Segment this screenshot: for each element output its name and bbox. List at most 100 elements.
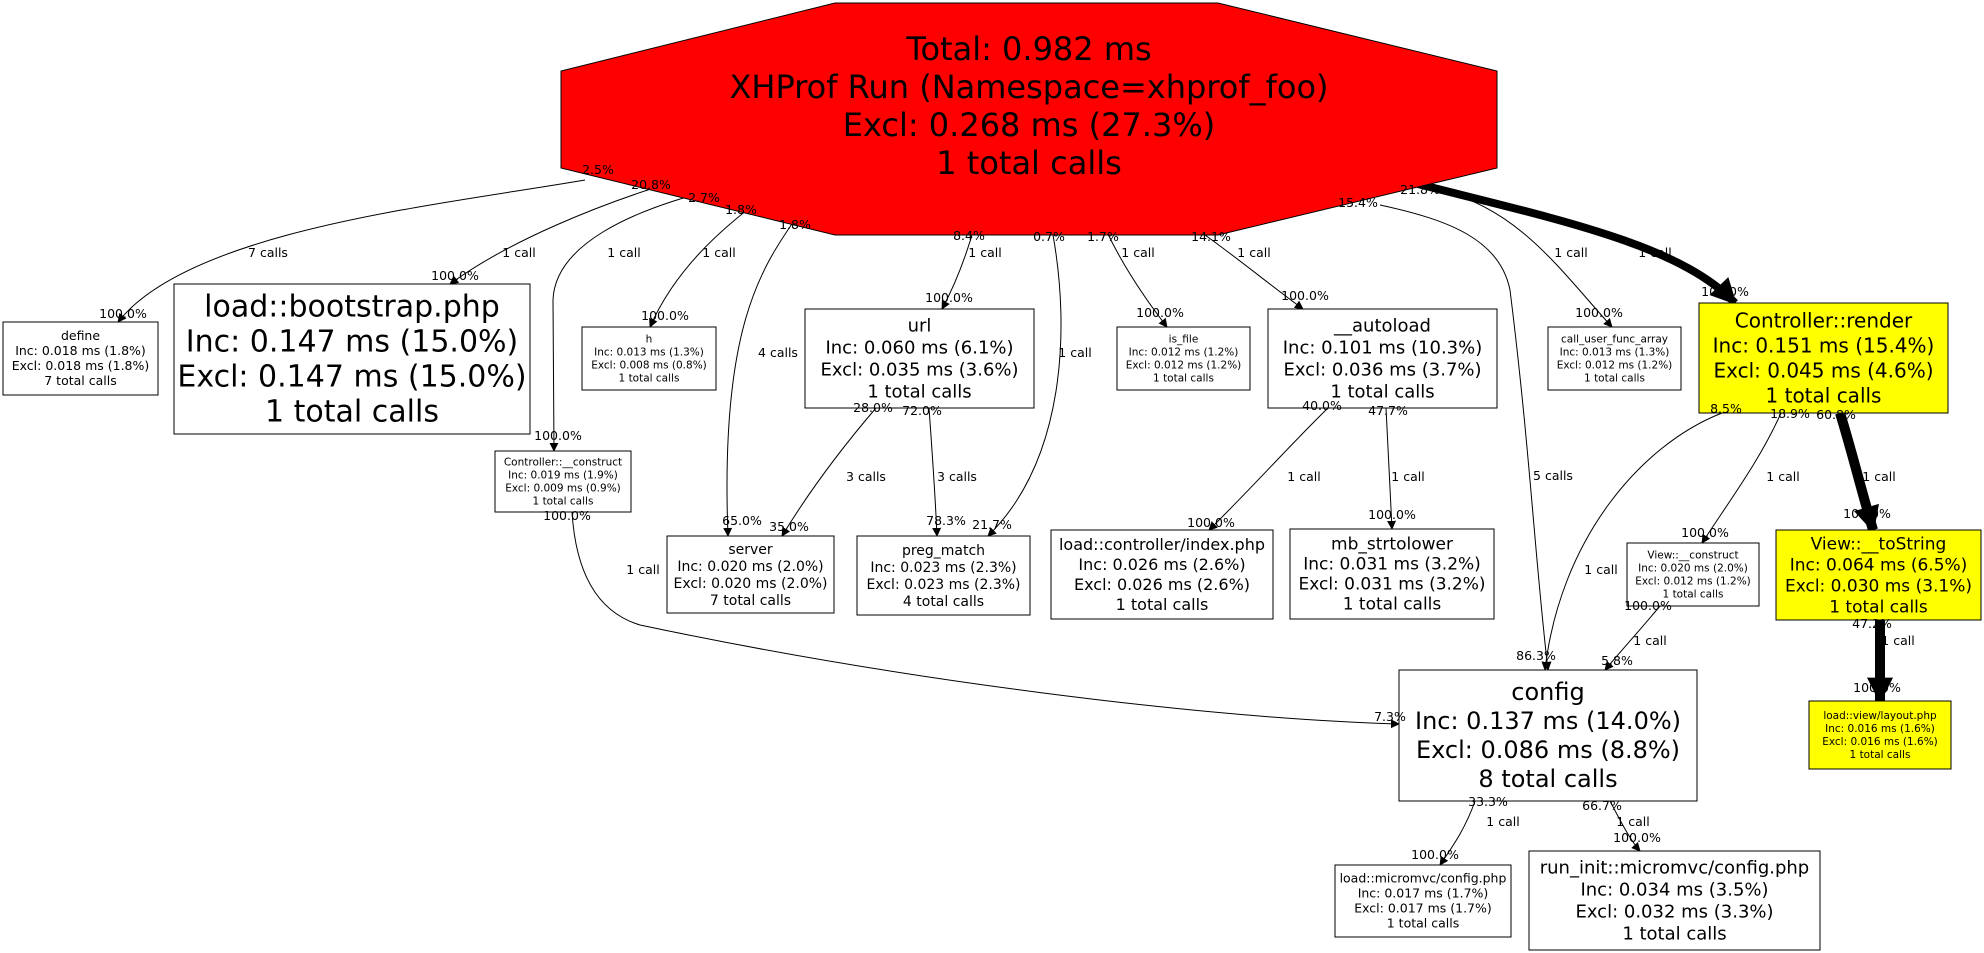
node-box: [666, 535, 835, 614]
edge-source-percent: 1.8%: [725, 202, 757, 217]
node-metric-line: Excl: 0.023 ms (2.3%): [866, 577, 1020, 593]
edge-call-count: 1 call: [1121, 245, 1154, 260]
node-metric-line: Inc: 0.018 ms (1.8%): [15, 343, 146, 358]
node-metric-line: 1 total calls: [867, 382, 971, 403]
node-metric-line: Inc: 0.137 ms (14.0%): [1415, 707, 1681, 735]
node-box: [1808, 700, 1952, 770]
node-metric-line: Inc: 0.101 ms (10.3%): [1283, 338, 1483, 359]
edge-source-percent: 72.0%: [902, 403, 942, 418]
node-metric-line: 1 total calls: [1116, 595, 1209, 614]
node-function-name: Total: 0.982 ms: [905, 30, 1151, 68]
edge-target-percent: 100.0%: [1853, 680, 1901, 695]
edge-source-percent: 1.8%: [779, 217, 811, 232]
node-box: [1050, 529, 1274, 620]
edge-render-to-view_construct: [1701, 412, 1782, 544]
edge-root-to-render: [1417, 180, 1738, 306]
edge-target-percent: 100.0%: [1411, 847, 1459, 862]
node-box: [1698, 302, 1949, 414]
edge-call-count: 1 call: [1766, 469, 1799, 484]
edge-call-count: 1 call: [1237, 245, 1270, 260]
node-function-name: load::controller/index.php: [1059, 535, 1265, 554]
node-metric-line: Excl: 0.026 ms (2.6%): [1074, 575, 1250, 594]
edge-target-percent: 100.0%: [431, 268, 479, 283]
node-function-name: call_user_func_array: [1561, 334, 1668, 346]
node-box: [1528, 850, 1821, 951]
node-metric-line: Inc: 0.016 ms (1.6%): [1825, 723, 1935, 735]
node-metric-line: 1 total calls: [1343, 595, 1442, 615]
edge-target-percent: 21.7%: [972, 517, 1012, 532]
node-metric-line: Excl: 0.086 ms (8.8%): [1416, 736, 1680, 764]
edge-root-to-ctrl_construct: [549, 187, 721, 452]
node-metric-line: 1 total calls: [1330, 382, 1434, 403]
node-metric-line: Inc: 0.151 ms (15.4%): [1713, 334, 1935, 358]
edge-ctrl_construct-to-config: [571, 511, 1400, 729]
node-function-name: h: [646, 334, 653, 346]
node-metric-line: Excl: 0.045 ms (4.6%): [1713, 359, 1933, 383]
node-metric-line: 1 total calls: [1387, 916, 1459, 931]
node-function-name: config: [1511, 678, 1584, 706]
edge-root-to-define: [117, 179, 586, 323]
node-metric-line: Inc: 0.013 ms (1.3%): [1560, 347, 1670, 359]
edge-call-count: 1 call: [1638, 245, 1671, 260]
node-box: [1775, 529, 1982, 621]
node-metric-line: Excl: 0.031 ms (3.2%): [1298, 575, 1485, 595]
node-metric-line: Excl: 0.016 ms (1.6%): [1822, 736, 1938, 748]
edge-call-count: 1 call: [1058, 345, 1091, 360]
edge-source-percent: 47.2%: [1852, 616, 1892, 631]
edge-target-percent: 100.0%: [925, 290, 973, 305]
node-metric-line: Inc: 0.019 ms (1.9%): [508, 470, 618, 482]
edge-render-to-config: [1541, 412, 1723, 671]
edge-call-count: 1 call: [1862, 469, 1895, 484]
node-metric-line: 8 total calls: [1478, 765, 1617, 793]
edge-target-percent: 100.0%: [1701, 284, 1749, 299]
edge-source-percent: 0.7%: [1033, 229, 1065, 244]
edge-target-percent: 100.0%: [99, 306, 147, 321]
node-metric-line: 1 total calls: [1829, 597, 1928, 617]
edge-target-percent: 65.0%: [722, 513, 762, 528]
edge-root-to-autoload: [1204, 234, 1304, 310]
edge-call-count: 1 call: [1391, 469, 1424, 484]
edge-source-percent: 60.8%: [1816, 407, 1856, 422]
node-function-name: mb_strtolower: [1331, 535, 1453, 555]
edge-target-percent: 100.0%: [1681, 525, 1729, 540]
edge-source-percent: 21.8%: [1400, 182, 1440, 197]
node-metric-line: 4 total calls: [903, 594, 984, 610]
node-metric-line: 1 total calls: [1766, 384, 1882, 408]
edge-call-count: 1 call: [1616, 814, 1649, 829]
node-box: [2, 321, 159, 396]
edge-call-count: 1 call: [1881, 633, 1914, 648]
node-metric-line: Excl: 0.268 ms (27.3%): [843, 106, 1215, 144]
node-metric-line: XHProf Run (Namespace=xhprof_foo): [729, 68, 1328, 106]
node-function-name: server: [728, 542, 773, 558]
node-metric-line: 1 total calls: [1153, 373, 1214, 385]
node-metric-line: Excl: 0.030 ms (3.1%): [1785, 576, 1972, 596]
node-metric-line: 1 total calls: [619, 373, 680, 385]
edge-call-count: 1 call: [1633, 633, 1666, 648]
node-box: [1547, 326, 1682, 391]
edge-target-percent: 86.3%: [1516, 648, 1556, 663]
node-function-name: url: [908, 316, 932, 337]
node-metric-line: 1 total calls: [1663, 589, 1724, 601]
